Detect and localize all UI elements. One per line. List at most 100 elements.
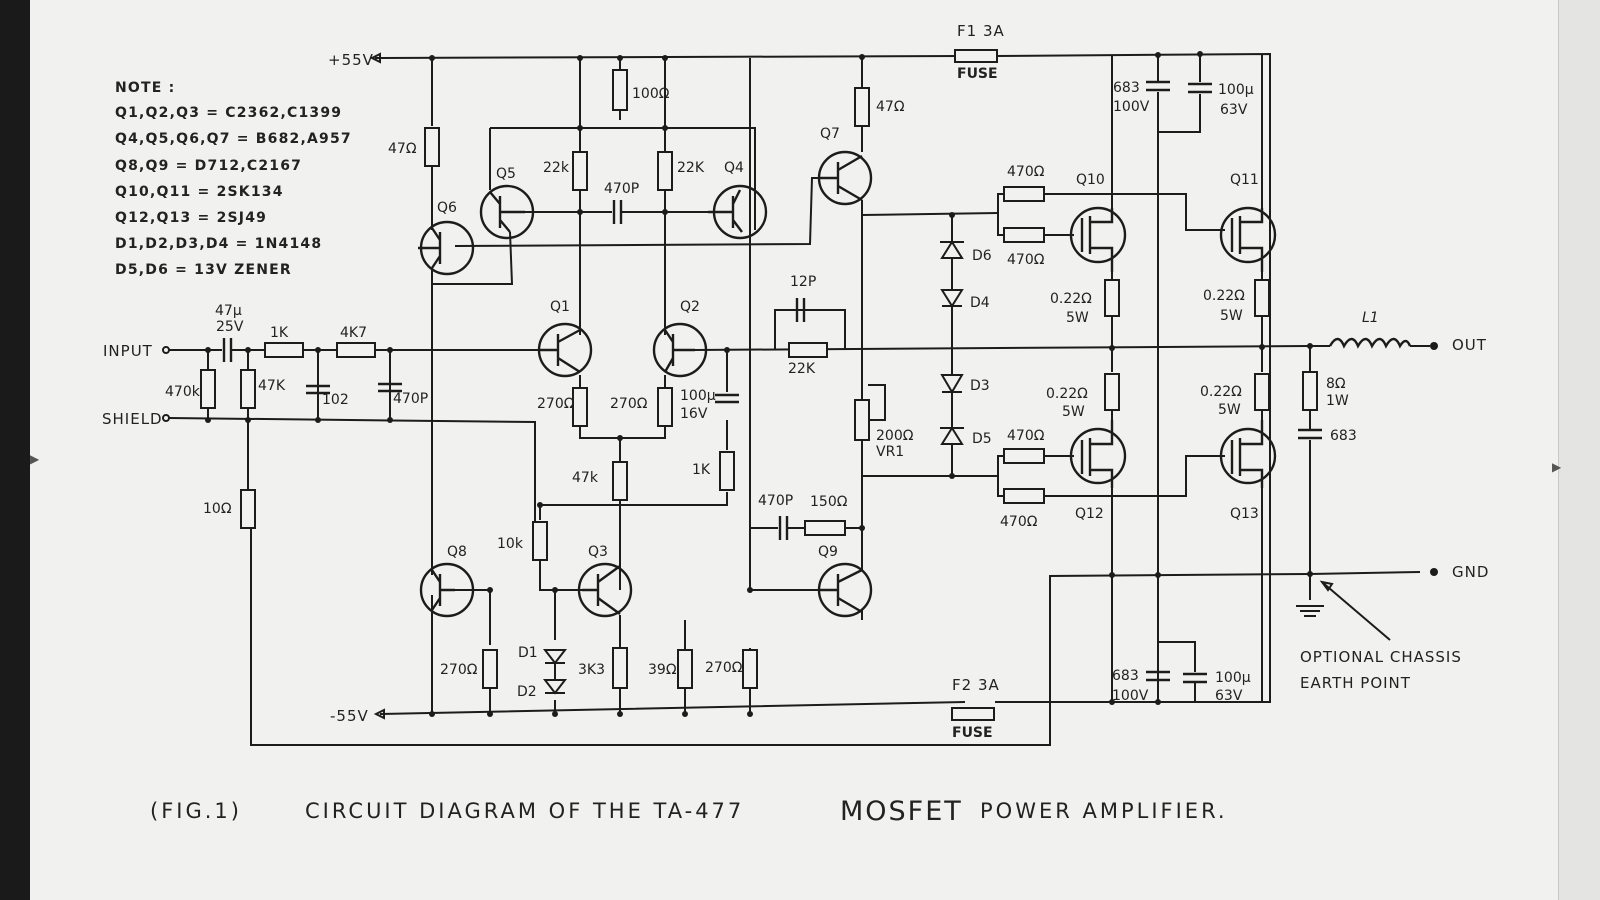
cap-value: 470P	[393, 391, 428, 407]
notes-heading: NOTE :	[115, 80, 175, 96]
resistor-value: 47k	[572, 470, 599, 486]
resistor-value: 4K7	[340, 325, 367, 341]
diode-label: D6	[972, 248, 992, 264]
transistor-label: Q3	[588, 544, 608, 560]
bias-diodes: D6 D4 D3 D5	[861, 212, 999, 479]
figure-caption: (FIG.1) CIRCUIT DIAGRAM OF THE TA-477 MO…	[150, 796, 1228, 827]
transistor-label: Q8	[447, 544, 467, 560]
input-section: INPUT SHIELD 47µ 25V 1K 4K7 470k 47K 102…	[102, 303, 540, 540]
annotation-text: EARTH POINT	[1300, 674, 1411, 692]
output-network: L1 OUT 8Ω 1W 683 GND OPTIONAL CHASSIS EA…	[1296, 310, 1489, 692]
fuse-type: FUSE	[957, 66, 998, 82]
resistor-value: 47Ω	[388, 141, 417, 157]
resistor-value: 270Ω	[705, 660, 743, 676]
left-arrow-icon[interactable]: ▶	[30, 452, 40, 466]
transistor-q2: Q2	[652, 299, 708, 378]
cap-voltage: 63V	[1220, 102, 1248, 118]
transistor-label: Q1	[550, 299, 570, 315]
note-line: Q1,Q2,Q3 = C2362,C1399	[115, 105, 342, 121]
diode-label: D4	[970, 295, 990, 311]
cap-value: 100µ	[680, 388, 716, 404]
resistor-value: 0.22Ω	[1050, 291, 1092, 307]
resistor-value: 470Ω	[1007, 428, 1045, 444]
resistor-value: 470Ω	[1000, 514, 1038, 530]
note-line: D1,D2,D3,D4 = 1N4148	[115, 236, 322, 252]
resistor-value: 22K	[788, 361, 816, 377]
output-stage: 470Ω 470Ω 470Ω 470Ω Q10 Q11 Q12 Q13 0.22…	[997, 54, 1277, 702]
resistor-value: 1K	[270, 325, 289, 341]
fuse-label: F2 3A	[952, 676, 1000, 694]
transistor-label: Q9	[818, 544, 838, 560]
cap-value: 102	[322, 392, 349, 408]
fuse-f2: F2 3A FUSE	[951, 676, 1000, 741]
driver-stages: 47Ω 100Ω 22k 22K 470P 270Ω 270Ω 47k 100µ…	[388, 58, 1311, 714]
inductor-label: L1	[1362, 310, 1379, 326]
transistor-q7: Q7	[817, 126, 873, 206]
cap-value: 470P	[758, 493, 793, 509]
transistor-label: Q5	[496, 166, 516, 182]
cap-value: 100µ	[1218, 82, 1254, 98]
transistor-q4: Q4	[708, 160, 768, 240]
output-label: OUT	[1452, 336, 1487, 354]
caption-text: CIRCUIT DIAGRAM OF THE TA-477	[305, 799, 744, 823]
document-page	[30, 0, 1578, 900]
transistor-q8: Q8	[419, 544, 475, 618]
cap-voltage: 100V	[1112, 688, 1149, 704]
diode-label: D3	[970, 378, 990, 394]
resistor-value: 270Ω	[537, 396, 575, 412]
diode-label: D1	[518, 645, 538, 661]
resistor-value: 270Ω	[610, 396, 648, 412]
resistor-value: 22K	[677, 160, 705, 176]
diode-label: D5	[972, 431, 992, 447]
cap-voltage: 100V	[1113, 99, 1150, 115]
fuse-type: FUSE	[952, 725, 993, 741]
resistor-value: 22k	[543, 160, 570, 176]
fuse-f1: F1 3A FUSE	[954, 22, 1005, 82]
ground-label: GND	[1452, 563, 1489, 581]
transistor-q3: Q3	[577, 544, 633, 618]
note-line: D5,D6 = 13V ZENER	[115, 262, 292, 278]
resistor-value: 10k	[497, 536, 524, 552]
note-line: Q8,Q9 = D712,C2167	[115, 158, 302, 174]
transistor-label: Q10	[1076, 172, 1105, 188]
resistor-value: 470k	[165, 384, 201, 400]
transistor-q1: Q1	[537, 299, 593, 378]
resistor-value: 1K	[692, 462, 711, 478]
cap-voltage: 63V	[1215, 688, 1243, 704]
resistor-value: 10Ω	[203, 501, 232, 517]
resistor-watt: 5W	[1220, 308, 1243, 324]
resistor-value: 100Ω	[632, 86, 670, 102]
resistor-watt: 5W	[1066, 310, 1089, 326]
transistor-q9: Q9	[817, 544, 873, 618]
caption-fig: (FIG.1)	[150, 799, 242, 823]
input-label: INPUT	[103, 342, 153, 360]
resistor-value: 200Ω	[876, 428, 914, 444]
resistor-value: 470Ω	[1007, 164, 1045, 180]
fuse-label: F1 3A	[957, 22, 1005, 40]
caption-text: POWER AMPLIFIER.	[980, 799, 1228, 823]
transistor-label: Q13	[1230, 506, 1259, 522]
resistor-value: 0.22Ω	[1203, 288, 1245, 304]
cap-value: 683	[1113, 80, 1140, 96]
resistor-value: 0.22Ω	[1046, 386, 1088, 402]
right-arrow-icon[interactable]: ▶	[1552, 460, 1562, 474]
cap-value: 12P	[790, 274, 816, 290]
transistor-q5: Q5	[479, 166, 535, 240]
supply-rails: +55V -55V	[328, 51, 1271, 725]
resistor-watt: 1W	[1326, 393, 1349, 409]
resistor-value: 47K	[258, 378, 286, 394]
resistor-value: 8Ω	[1326, 376, 1346, 392]
negative-rail-label: -55V	[330, 707, 369, 725]
cap-value: 100µ	[1215, 670, 1251, 686]
transistor-label: Q12	[1075, 506, 1104, 522]
resistor-value: 39Ω	[648, 662, 677, 678]
transistor-label: Q2	[680, 299, 700, 315]
transistor-label: Q6	[437, 200, 457, 216]
resistor-value: 470Ω	[1007, 252, 1045, 268]
transistor-label: Q11	[1230, 172, 1259, 188]
resistor-watt: 5W	[1218, 402, 1241, 418]
caption-bold: MOSFET	[840, 796, 963, 827]
right-scroll-strip[interactable]	[1558, 0, 1600, 900]
